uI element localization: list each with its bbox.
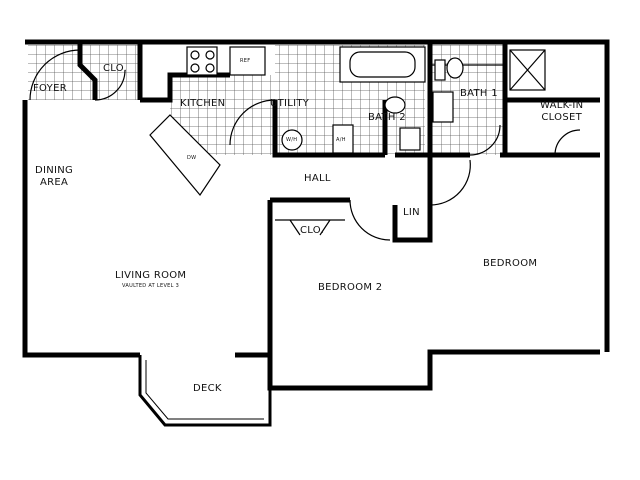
door-swings <box>29 49 581 241</box>
label-air-handler: A/H <box>336 137 346 143</box>
label-bedroom2: BEDROOM 2 <box>318 282 383 293</box>
label-foyer-closet: CLO. <box>103 63 128 74</box>
label-kitchen: KITCHEN <box>180 98 226 109</box>
label-utility: UTILITY <box>270 98 310 109</box>
label-hall: HALL <box>304 173 331 184</box>
label-foyer: FOYER <box>33 83 67 94</box>
label-bedroom2-closet: CLO. <box>300 225 325 236</box>
label-living-note: VAULTED AT LEVEL 3 <box>122 283 180 289</box>
label-bath2: BATH 2 <box>368 112 406 123</box>
label-refrigerator: REF <box>240 58 251 64</box>
fixtures <box>149 46 546 197</box>
walkin-line1: WALK-IN <box>540 100 584 111</box>
label-living-room: LIVING ROOM <box>115 270 187 281</box>
label-deck: DECK <box>193 383 222 394</box>
foyer-tile <box>28 45 138 100</box>
label-dishwasher: DW <box>187 155 197 161</box>
label-bath1: BATH 1 <box>460 88 498 99</box>
label-water-heater: W/H <box>286 137 298 143</box>
dining-line1: DINING <box>35 165 74 176</box>
label-bedroom: BEDROOM <box>483 258 538 269</box>
label-linen: LIN <box>403 207 420 218</box>
walkin-line2: CLOSET <box>541 112 583 123</box>
walls <box>22 39 610 391</box>
dining-line2: AREA <box>39 177 69 188</box>
deck-outline <box>138 355 272 427</box>
